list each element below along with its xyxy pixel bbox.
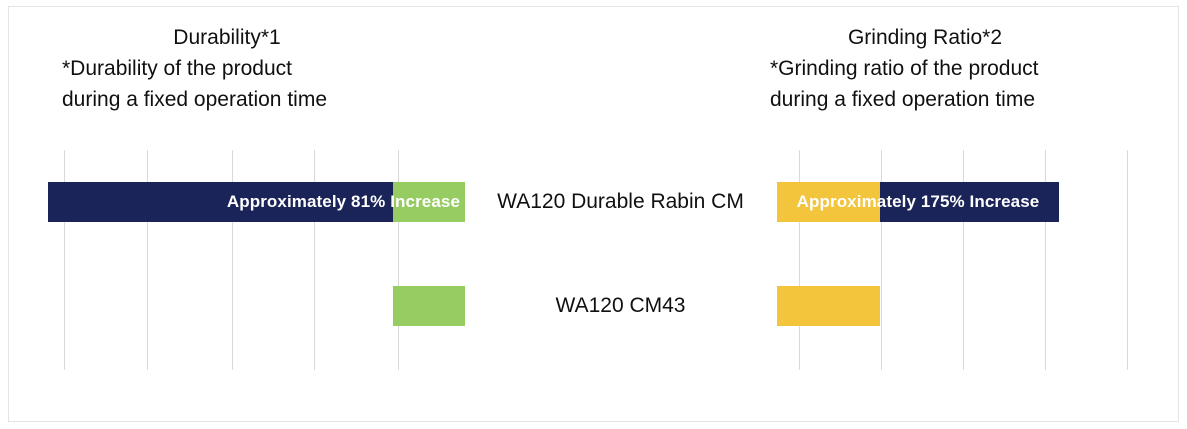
panel-heading-durability: Durability*1 *Durability of the product … <box>62 22 392 115</box>
gridline <box>963 150 964 370</box>
bar-grinding-ratio-improved-baseline-segment <box>777 182 880 222</box>
chart-grinding-ratio: Approximately 175% Increase <box>777 150 1132 370</box>
gridline <box>314 150 315 370</box>
panel-note-line1-grinding-ratio: *Grinding ratio of the product <box>770 57 1039 80</box>
bar-durability-improved-baseline-segment <box>393 182 465 222</box>
panel-title-grinding-ratio: Grinding Ratio*2 <box>847 26 1003 49</box>
category-label-wa120-cm43: WA120 CM43 <box>555 294 686 317</box>
gridline <box>799 150 800 370</box>
gridline <box>1045 150 1046 370</box>
panel-note-line2-durability: during a fixed operation time <box>62 88 327 111</box>
category-label-wa120-durable-rabin-cm: WA120 Durable Rabin CM <box>497 190 744 213</box>
bar-durability-improved <box>48 182 393 222</box>
gridline <box>881 150 882 370</box>
bar-durability-baseline <box>393 286 465 326</box>
panel-note-line2-grinding-ratio: during a fixed operation time <box>770 88 1035 111</box>
panel-note-line1-durability: *Durability of the product <box>62 57 292 80</box>
gridline <box>232 150 233 370</box>
chart-durability: Approximately 81% Increase <box>48 150 468 370</box>
gridline <box>398 150 399 370</box>
bar-grinding-ratio-baseline <box>777 286 880 326</box>
panel-heading-grinding-ratio: Grinding Ratio*2 *Grinding ratio of the … <box>770 22 1080 115</box>
panel-title-durability: Durability*1 <box>173 26 281 49</box>
gridline <box>147 150 148 370</box>
gridline <box>64 150 65 370</box>
gridline <box>1127 150 1128 370</box>
